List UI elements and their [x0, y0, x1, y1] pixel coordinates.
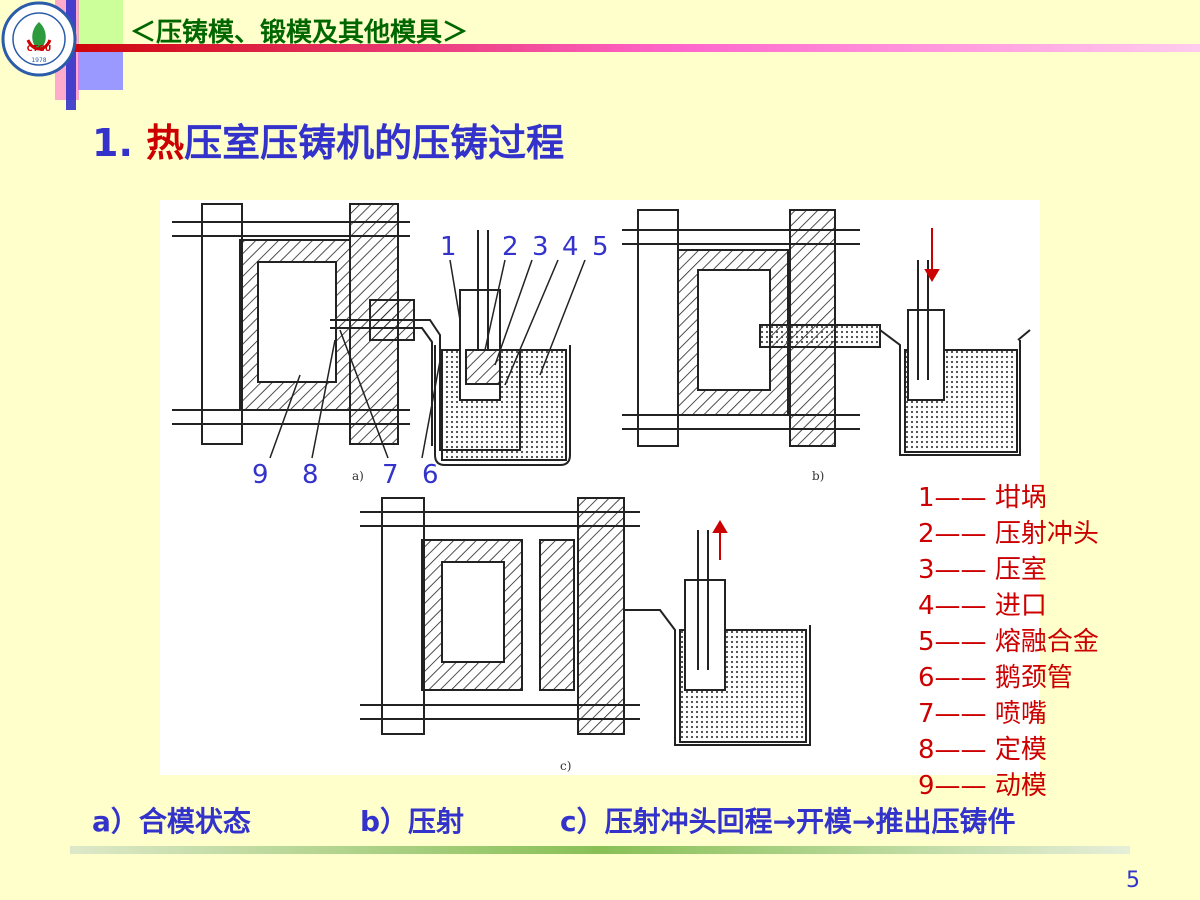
- legend-item-2: 2—— 压射冲头: [918, 519, 1099, 549]
- corner-square-blue: [78, 45, 123, 90]
- footer-bar: [70, 846, 1130, 854]
- page-number: 5: [1126, 868, 1140, 893]
- sub-label-c: c): [560, 759, 571, 773]
- legend-item-9: 9—— 动模: [918, 771, 1047, 801]
- header-bar: [44, 44, 1200, 52]
- logo-text: CTGU: [27, 44, 51, 53]
- slide-title: 1. 热压室压铸机的压铸过程: [92, 112, 564, 167]
- logo-year: 1978: [31, 57, 46, 64]
- caption-b: b）压射: [360, 805, 465, 838]
- title-rest: 压室压铸机的压铸过程: [184, 121, 565, 165]
- legend-item-1: 1—— 坩埚: [918, 483, 1047, 513]
- figure-captions: a）合模状态 b）压射 c）压射冲头回程→开模→推出压铸件: [92, 800, 1152, 840]
- callout-5: 5: [592, 232, 609, 262]
- panel-b: [622, 209, 1031, 456]
- die-casting-figure: a) b) c) 1 2 3 4 5 9 8 7 6: [160, 200, 1040, 775]
- legend-item-5: 5—— 熔融合金: [918, 627, 1099, 657]
- callout-3: 3: [532, 232, 549, 262]
- legend-item-3: 3—— 压室: [918, 555, 1047, 585]
- callout-4: 4: [562, 232, 579, 262]
- corner-square-green: [78, 0, 123, 45]
- legend-item-6: 6—— 鹅颈管: [918, 663, 1073, 693]
- parts-legend: 1—— 坩埚 2—— 压射冲头 3—— 压室 4—— 进口 5—— 熔融合金 6…: [918, 480, 1158, 804]
- panel-c: [360, 497, 811, 746]
- title-hot: 热: [146, 121, 185, 165]
- caption-a: a）合模状态: [92, 805, 251, 838]
- die-casting-diagram: a) b) c): [172, 203, 1031, 773]
- legend-item-8: 8—— 定模: [918, 735, 1047, 765]
- callout-1: 1: [440, 232, 457, 262]
- header-title: ＜压铸模、锻模及其他模具＞: [130, 18, 469, 48]
- sub-label-a: a): [352, 469, 364, 483]
- panel-a: [172, 203, 586, 466]
- caption-c: c）压射冲头回程→开模→推出压铸件: [560, 805, 1016, 838]
- callout-2: 2: [502, 232, 519, 262]
- legend-item-4: 4—— 进口: [918, 591, 1047, 621]
- university-logo: CTGU 1978: [1, 1, 77, 77]
- legend-item-7: 7—— 喷嘴: [918, 699, 1047, 729]
- callout-8: 8: [302, 460, 319, 490]
- callout-6: 6: [422, 460, 439, 490]
- callout-9: 9: [252, 460, 269, 490]
- callout-7: 7: [382, 460, 399, 490]
- sub-label-b: b): [812, 469, 824, 483]
- title-prefix: 1.: [92, 121, 147, 165]
